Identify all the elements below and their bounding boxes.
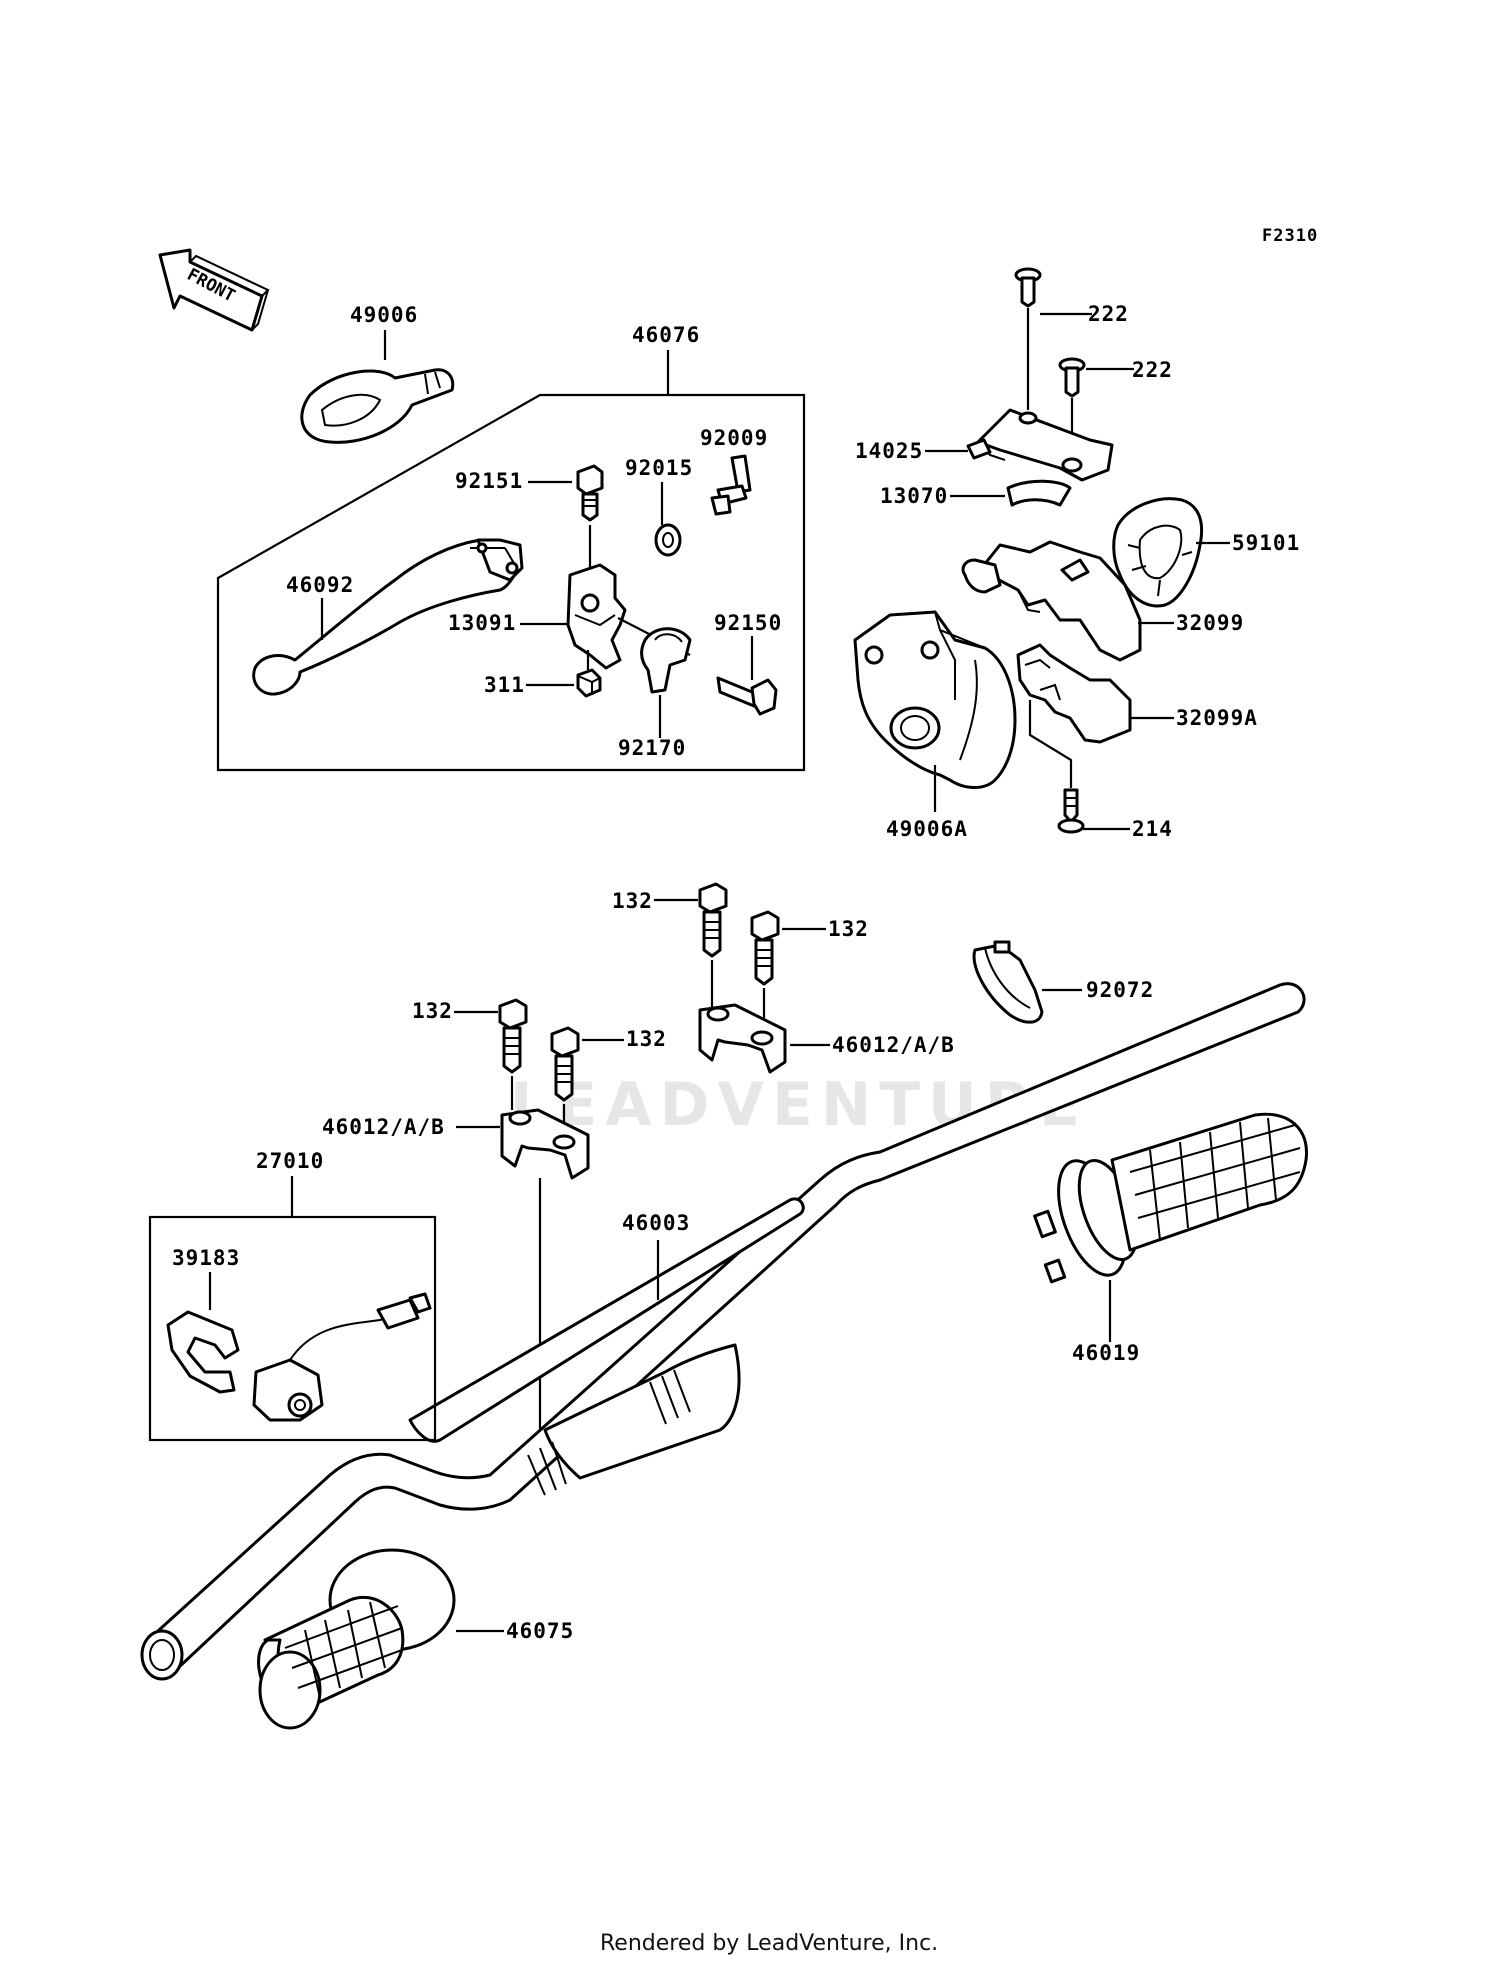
clamp-39183 [166, 1310, 240, 1394]
front-arrow-icon: FRONT [158, 248, 270, 332]
label-46012-lower: 46012/A/B [322, 1115, 445, 1139]
band-92072 [972, 940, 1044, 1024]
throttle-housing-32099 [961, 540, 1142, 662]
lever-cover-49006 [300, 368, 455, 444]
label-92170: 92170 [618, 736, 686, 760]
kill-switch-27010 [252, 1292, 432, 1422]
housing-cover-49006A [853, 610, 1017, 789]
lower-clamp-46012 [500, 1108, 590, 1180]
label-46012-upper: 46012/A/B [832, 1033, 955, 1057]
throttle-cover-14025 [966, 408, 1114, 482]
render-credit: Rendered by LeadVenture, Inc. [600, 1931, 938, 1956]
label-59101: 59101 [1232, 531, 1300, 555]
bolt-132-lower-right [550, 1026, 580, 1102]
bolt-92150 [716, 676, 778, 716]
label-46076: 46076 [632, 323, 700, 347]
label-311: 311 [484, 673, 525, 697]
label-32099: 32099 [1176, 611, 1244, 635]
label-132-d: 132 [626, 1027, 667, 1051]
label-46092: 46092 [286, 573, 354, 597]
throttle-housing-lower-32099A [1016, 643, 1132, 744]
label-222-top: 222 [1088, 302, 1129, 326]
label-92150: 92150 [714, 611, 782, 635]
label-27010: 27010 [256, 1149, 324, 1173]
lever-kit-box [216, 393, 806, 772]
nut-311 [576, 668, 602, 698]
bolt-132-upper-left [698, 882, 728, 958]
label-92072: 92072 [1086, 978, 1154, 1002]
label-39183: 39183 [172, 1246, 240, 1270]
label-214: 214 [1132, 817, 1173, 841]
label-222-bottom: 222 [1132, 358, 1173, 382]
bolt-92151 [576, 464, 604, 522]
screw-222-a [1014, 267, 1042, 308]
handlebar-46003 [140, 982, 1306, 1681]
upper-clamp-46012 [698, 1003, 787, 1074]
label-132-c: 132 [412, 999, 453, 1023]
label-14025: 14025 [855, 439, 923, 463]
clutch-lever-46092 [252, 538, 524, 696]
label-46019: 46019 [1072, 1341, 1140, 1365]
screw-222-b [1058, 357, 1086, 398]
label-46075: 46075 [506, 1619, 574, 1643]
clip-13070 [1006, 479, 1072, 507]
label-92015: 92015 [625, 456, 693, 480]
left-grip-46075 [257, 1548, 456, 1730]
throttle-pulley-59101 [1112, 497, 1204, 608]
bolt-132-lower-left [498, 998, 528, 1074]
label-13091: 13091 [448, 611, 516, 635]
figure-code: F2310 [1262, 226, 1318, 246]
label-132-a: 132 [612, 889, 653, 913]
label-92151: 92151 [455, 469, 523, 493]
locknut-92015 [654, 523, 682, 557]
clamp-92170 [640, 627, 692, 694]
label-46003: 46003 [622, 1211, 690, 1235]
label-32099A: 32099A [1176, 706, 1258, 730]
adjuster-92009 [710, 454, 752, 516]
label-49006A: 49006A [886, 817, 968, 841]
bolt-132-upper-right [750, 910, 780, 986]
label-132-b: 132 [828, 917, 869, 941]
label-13070: 13070 [880, 484, 948, 508]
lever-holder-13091 [566, 563, 627, 670]
right-grip-46019 [1033, 1112, 1308, 1284]
label-49006: 49006 [350, 303, 418, 327]
label-92009: 92009 [700, 426, 768, 450]
screw-214 [1057, 788, 1085, 834]
